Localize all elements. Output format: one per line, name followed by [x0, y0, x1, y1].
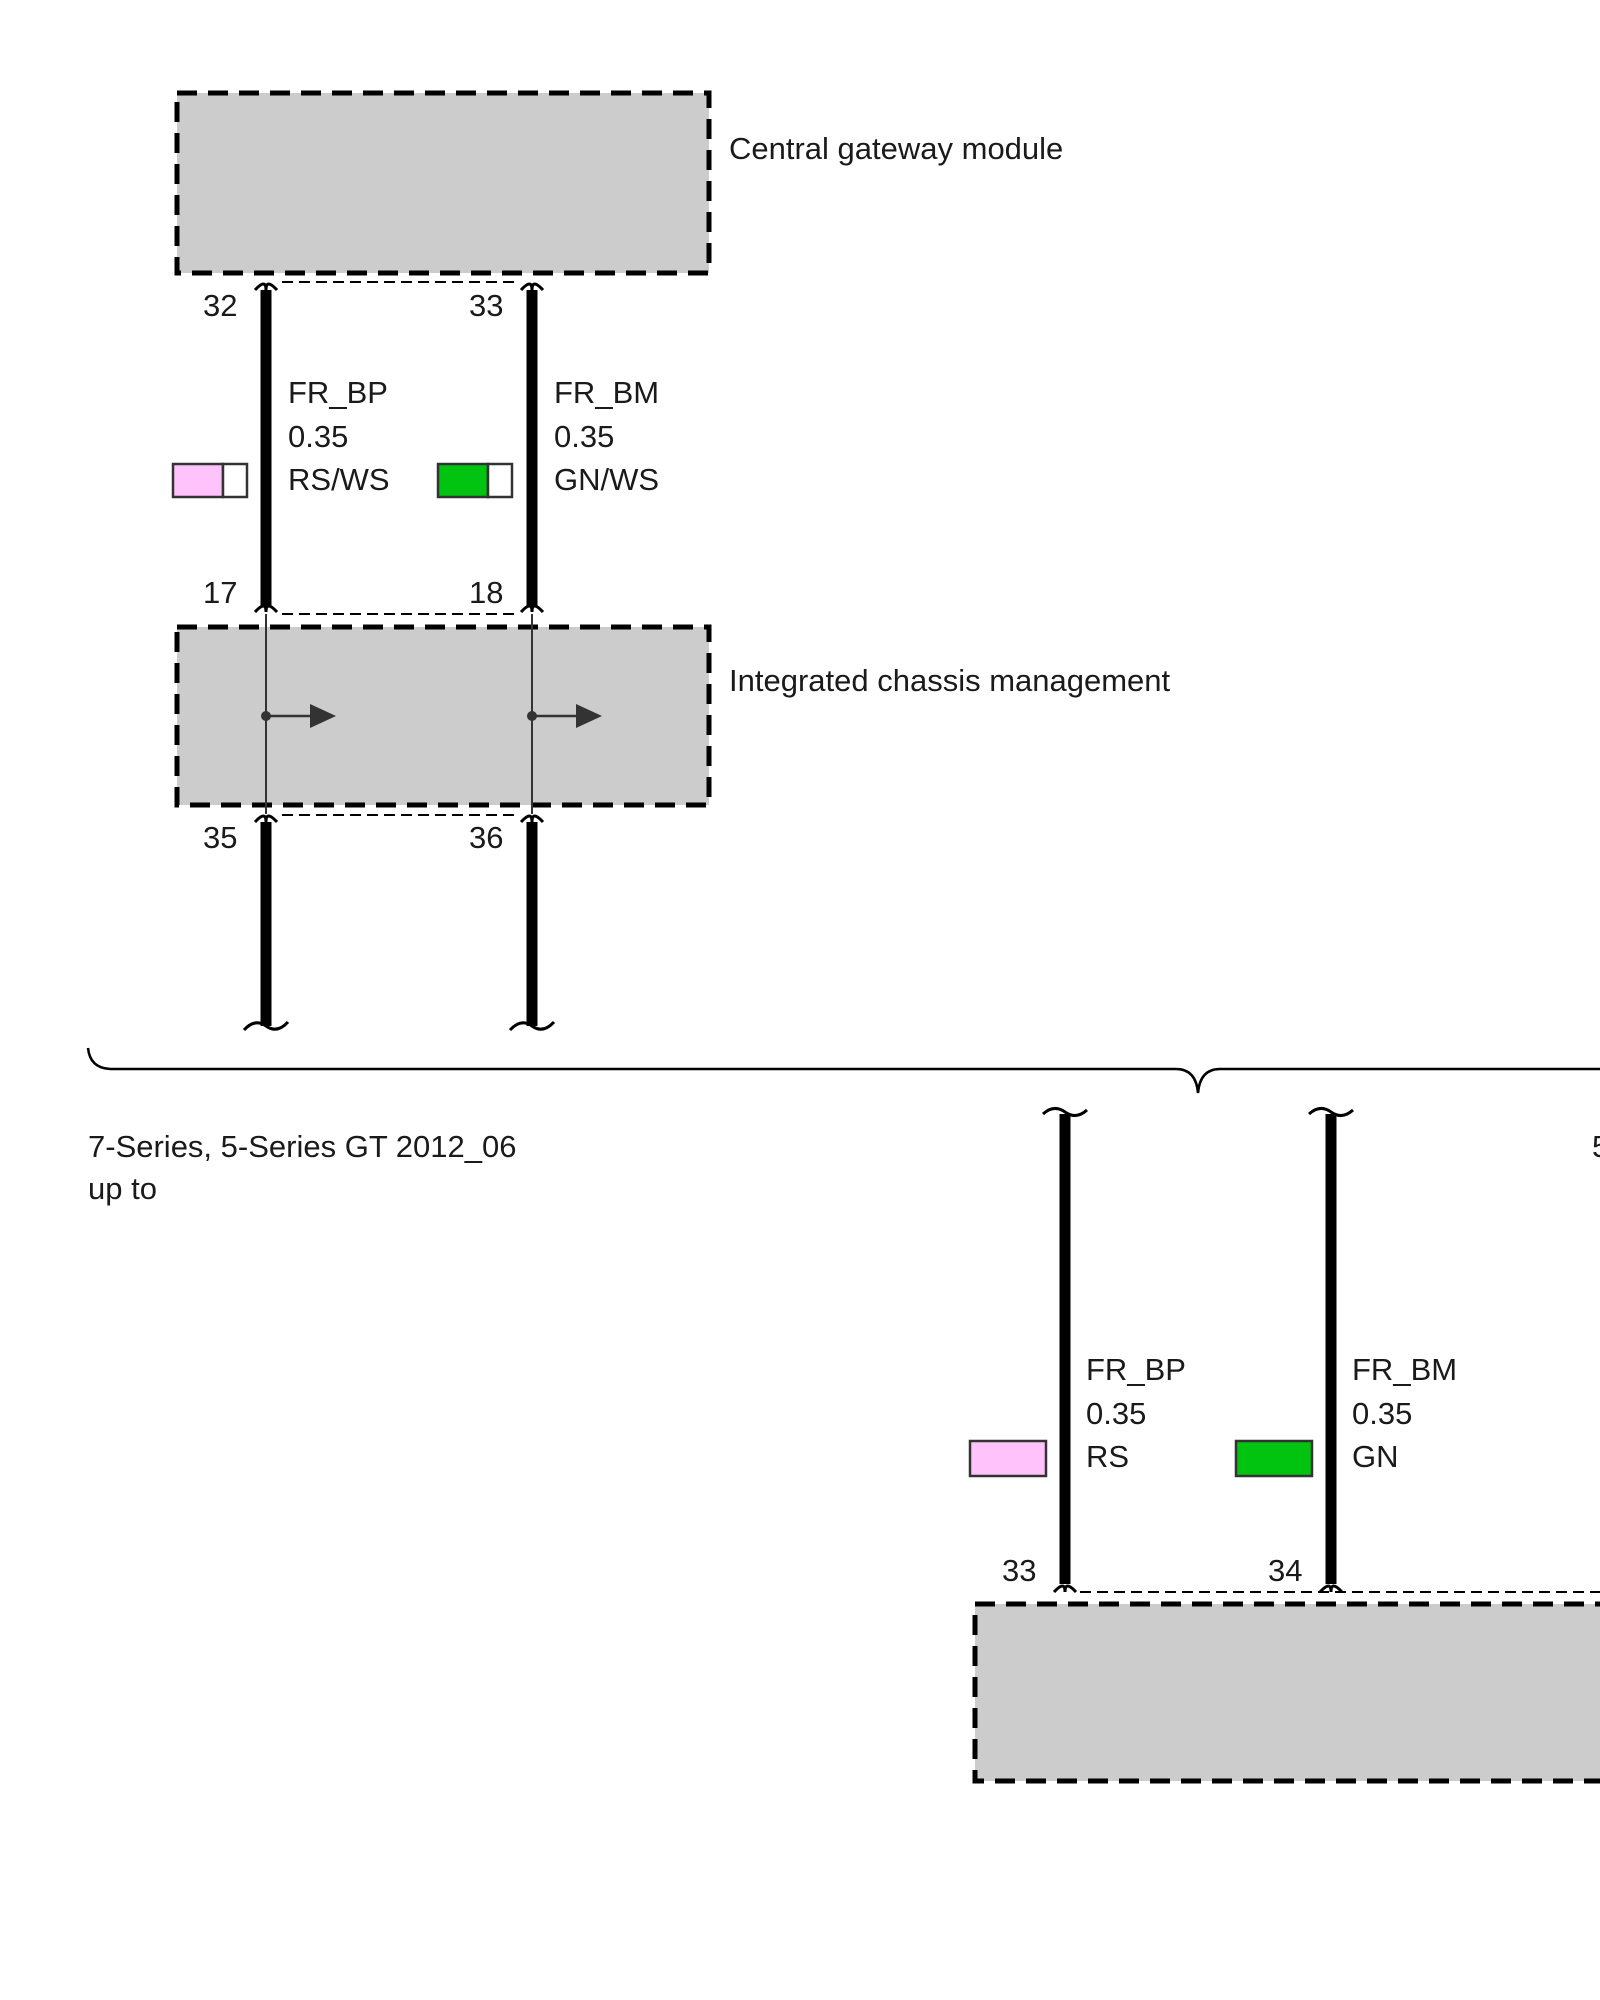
wire-fr-bp-top-size: 0.35 [288, 419, 348, 454]
pin-36-terminal [519, 814, 545, 824]
signal-arrow-right-icon [576, 704, 602, 728]
wire-fr-bp-bottom-size: 0.35 [1086, 1396, 1146, 1431]
pin-33-label: 33 [469, 288, 503, 323]
wire-break-right-icon [508, 1020, 556, 1032]
central-gateway-module-box [174, 90, 712, 276]
bottom-module-box [972, 1601, 1600, 1784]
variant-brace [86, 1047, 1600, 1094]
variant-note-line1: 7-Series, 5-Series GT 2012_06 [88, 1129, 517, 1164]
pin-34-label: 34 [1268, 1553, 1302, 1588]
pin-17-label: 17 [203, 575, 237, 610]
wire-fr-bm-top-name: FR_BM [554, 375, 659, 410]
clipped-text-right: 5 [1592, 1129, 1600, 1164]
integrated-chassis-management-label: Integrated chassis management [729, 663, 1171, 698]
wire-fr-bp-bottom-color: RS [1086, 1439, 1129, 1474]
pin-18-terminal [519, 604, 545, 614]
wire-color-swatch-white [221, 462, 249, 499]
wire-fr-bm-bottom-name: FR_BM [1352, 1352, 1457, 1387]
wire-fr-bp-top-color: RS/WS [288, 462, 390, 497]
wire-fr-bm-bottom-color: GN [1352, 1439, 1399, 1474]
wire-break-bottom-right-icon [1307, 1107, 1355, 1117]
wire-break-left-icon [242, 1020, 290, 1032]
wire-break-bottom-left-icon [1041, 1107, 1089, 1117]
wire-fr-bp-top-name: FR_BP [288, 375, 388, 410]
wire-fr-bm-top-color: GN/WS [554, 462, 659, 497]
pin-34-terminal [1318, 1584, 1344, 1594]
pin-32-label: 32 [203, 288, 237, 323]
pin-33-bottom-terminal [1052, 1584, 1078, 1594]
pin-33-bottom-label: 33 [1002, 1553, 1036, 1588]
wire-color-swatch-white [486, 462, 514, 499]
wire-fr-bm-bottom-size: 0.35 [1352, 1396, 1412, 1431]
signal-arrow-left-icon [310, 704, 336, 728]
wire-fr-bm-top-size: 0.35 [554, 419, 614, 454]
wire-color-swatch-pink [171, 462, 225, 499]
integrated-chassis-management-box [174, 624, 712, 808]
pin-33-terminal [519, 282, 545, 292]
pin-17-terminal [253, 604, 279, 614]
wire-color-swatch-green [1234, 1439, 1314, 1478]
variant-note-line2: up to [88, 1171, 157, 1206]
wire-fr-bp-bottom-name: FR_BP [1086, 1352, 1186, 1387]
wire-color-swatch-pink [968, 1439, 1048, 1478]
pin-36-label: 36 [469, 820, 503, 855]
pin-18-label: 18 [469, 575, 503, 610]
pin-35-terminal [253, 814, 279, 824]
central-gateway-module-label: Central gateway module [729, 131, 1063, 166]
wire-color-swatch-green [436, 462, 490, 499]
pin-32-terminal [253, 282, 279, 292]
pin-35-label: 35 [203, 820, 237, 855]
